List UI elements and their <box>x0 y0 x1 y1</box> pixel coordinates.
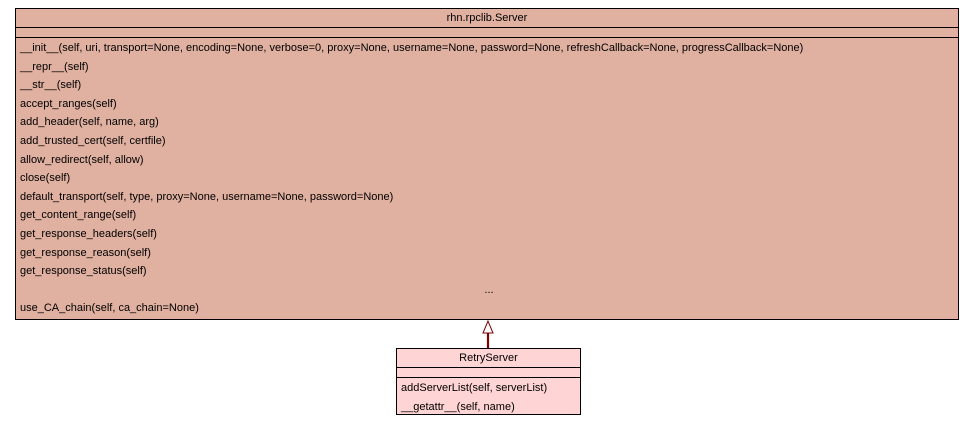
method-allow-redirect: allow_redirect(self, allow) <box>20 153 144 166</box>
method-get-response-headers: get_response_headers(self) <box>20 227 157 240</box>
attributes-section-retryserver <box>397 368 580 378</box>
method-init: __init__(self, uri, transport=None, enco… <box>20 42 804 54</box>
methods-section-retryserver: addServerList(self, serverList) __getatt… <box>397 378 580 416</box>
class-name-retryserver: RetryServer <box>397 349 580 368</box>
method-default-transport: default_transport(self, type, proxy=None… <box>20 190 394 203</box>
method-accept-ranges: accept_ranges(self) <box>20 97 117 110</box>
method-get-content-range: get_content_range(self) <box>20 209 137 222</box>
method-close: close(self) <box>20 172 71 185</box>
method-getattr: __getattr__(self, name) <box>401 400 515 413</box>
method-add-server-list: addServerList(self, serverList) <box>401 382 548 394</box>
class-name-server: rhn.rpclib.Server <box>16 9 958 28</box>
class-box-retryserver[interactable]: RetryServer addServerList(self, serverLi… <box>396 348 581 415</box>
method-add-header: add_header(self, name, arg) <box>20 116 159 129</box>
class-box-server[interactable]: rhn.rpclib.Server __init__(self, uri, tr… <box>15 8 959 320</box>
method-str: __str__(self) <box>20 79 82 92</box>
methods-ellipsis: ... <box>484 283 494 296</box>
method-use-ca-chain: use_CA_chain(self, ca_chain=None) <box>20 301 199 314</box>
method-get-response-status: get_response_status(self) <box>20 265 147 278</box>
inheritance-arrowhead <box>482 319 494 334</box>
method-repr: __repr__(self) <box>20 60 89 73</box>
methods-section-server: __init__(self, uri, transport=None, enco… <box>16 38 958 317</box>
method-get-response-reason: get_response_reason(self) <box>20 246 151 259</box>
method-add-trusted-cert: add_trusted_cert(self, certfile) <box>20 134 166 147</box>
attributes-section-server <box>16 28 958 38</box>
